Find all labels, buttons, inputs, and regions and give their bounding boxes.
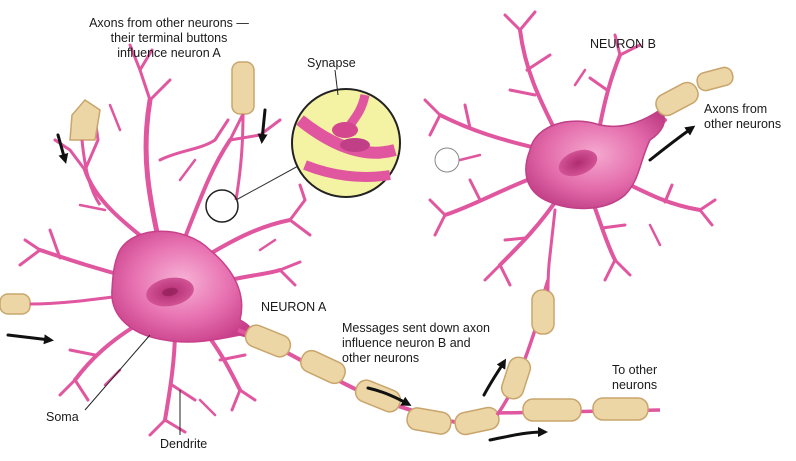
label-axons-a-line1: Axons from other neurons — bbox=[74, 16, 264, 31]
neuron-b-highlight-circle bbox=[435, 148, 459, 172]
arrow-to-other bbox=[490, 432, 544, 440]
label-messages-line1: Messages sent down axon bbox=[342, 321, 490, 336]
neuron-b-soma bbox=[526, 110, 664, 208]
label-dendrite: Dendrite bbox=[160, 437, 207, 452]
label-neuron-b: NEURON B bbox=[590, 37, 656, 52]
label-axons-b-line2: other neurons bbox=[704, 117, 781, 132]
label-axons-a-line3: influence neuron A bbox=[74, 46, 264, 61]
neuron-a-soma bbox=[112, 231, 252, 342]
label-to-other-neurons: To other neurons bbox=[612, 363, 657, 393]
arrow-axon-top-right bbox=[262, 110, 265, 140]
label-axons-neuron-a: Axons from other neurons — their termina… bbox=[74, 16, 264, 61]
arrow-axon-left bbox=[8, 335, 50, 340]
label-messages-line3: other neurons bbox=[342, 351, 490, 366]
label-messages: Messages sent down axon influence neuron… bbox=[342, 321, 490, 366]
label-neuron-a: NEURON A bbox=[261, 300, 326, 315]
label-axons-b-line1: Axons from bbox=[704, 102, 781, 117]
label-axons-a-line2: their terminal buttons bbox=[74, 31, 264, 46]
label-messages-line2: influence neuron B and bbox=[342, 336, 490, 351]
incoming-axon-left bbox=[0, 294, 120, 314]
label-soma: Soma bbox=[46, 410, 79, 425]
label-to-other-line2: neurons bbox=[612, 378, 657, 393]
arrow-to-neuron-b bbox=[484, 362, 504, 395]
label-to-other-line1: To other bbox=[612, 363, 657, 378]
label-synapse: Synapse bbox=[307, 56, 356, 71]
label-axons-neuron-b: Axons from other neurons bbox=[704, 102, 781, 132]
